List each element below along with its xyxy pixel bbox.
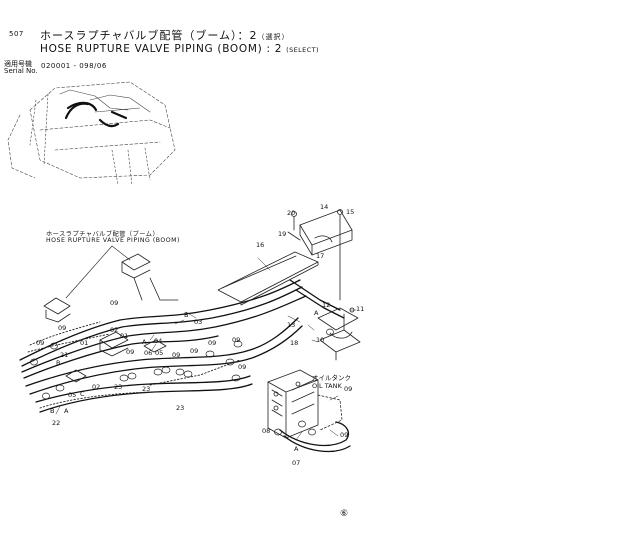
part-label-18: 18 (290, 339, 299, 347)
part-label-02: 02 (92, 383, 101, 391)
callout-label-japanese: ホースラプチャバルブ配管（ブーム） (46, 231, 160, 238)
part-label-17: 17 (316, 252, 325, 260)
fitting-chain (30, 328, 334, 436)
part-label-12: 12 (322, 301, 331, 309)
part-label-08: 08 (262, 427, 271, 435)
machine-overview-sketch (7, 81, 176, 186)
part-label-04: 04 (154, 337, 163, 345)
part-label-13: 13 (287, 321, 296, 329)
part-label-09: 09 (232, 336, 241, 344)
connection-label-a: A (294, 445, 299, 453)
oil-tank-label-english: OIL TANK (312, 382, 342, 390)
hose-rupture-valves (43, 253, 179, 383)
connection-label-b: B (184, 311, 189, 319)
title-japanese-text: ホースラプチャバルブ配管（ブーム）：2 (40, 29, 258, 42)
part-label-23: 23 (176, 404, 185, 412)
part-label-23: 23 (114, 383, 123, 391)
part-label-09: 09 (190, 347, 199, 355)
part-leaders (55, 305, 357, 441)
serial-label-english: Serial No. (4, 67, 38, 75)
title-english: HOSE RUPTURE VALVE PIPING (BOOM) : 2 (SE… (40, 43, 319, 55)
part-label-09: 09 (344, 385, 353, 393)
part-label-09: 09 (172, 351, 181, 359)
overview-highlight-hoses (64, 101, 128, 128)
part-label-19: 19 (278, 230, 287, 238)
part-label-03: 03 (194, 318, 203, 326)
part-label-02: 02 (110, 326, 119, 334)
bracket-assembly-14 (287, 209, 353, 301)
part-label-20: 20 (287, 209, 296, 217)
connection-label-a: A (314, 309, 319, 317)
part-label-01: 01 (80, 339, 89, 347)
part-label-09: 09 (110, 299, 119, 307)
part-label-09: 09 (58, 324, 67, 332)
part-label-09: 09 (36, 339, 45, 347)
part-label-01: 01 (120, 332, 129, 340)
page-number: 507 (9, 30, 24, 38)
part-label-09: 09 (126, 348, 135, 356)
connection-label-b: B (56, 359, 61, 367)
part-label-23: 23 (142, 385, 151, 393)
part-label-09: 09 (208, 339, 217, 347)
valve-bracket-10-11 (317, 307, 361, 361)
title-japanese-note: （選択） (257, 33, 290, 41)
title-english-text: HOSE RUPTURE VALVE PIPING (BOOM) : 2 (40, 43, 283, 55)
connection-label-b: B (50, 407, 55, 415)
title-japanese: ホースラプチャバルブ配管（ブーム）：2（選択） (40, 27, 290, 43)
control-valve-block (267, 369, 343, 439)
part-label-09: 09 (340, 431, 349, 439)
title-english-note: (SELECT) (286, 46, 319, 54)
cover-plate-16 (217, 251, 319, 306)
callout-label-english: HOSE RUPTURE VALVE PIPING (BOOM) (46, 237, 180, 244)
part-label-21: 21 (60, 351, 69, 359)
hose-bundle (19, 279, 351, 453)
connection-label-a: A (64, 407, 69, 415)
oil-tank-label-japanese: オイルタンク (312, 374, 351, 382)
part-label-05: 05 (155, 349, 164, 357)
callout-leaders (65, 245, 131, 299)
part-label-05: 05 (68, 391, 77, 399)
connection-label-a: A (142, 338, 147, 346)
footer-mark: ⑥ (340, 509, 349, 519)
part-label-09: 09 (238, 363, 247, 371)
serial-label-japanese: 適用号機 (4, 60, 32, 68)
connection-label-c: C (80, 390, 85, 398)
dotted-routing (27, 321, 241, 409)
part-label-14: 14 (320, 203, 329, 211)
part-label-11: 11 (356, 305, 365, 313)
part-label-07: 07 (292, 459, 301, 467)
part-label-10: 10 (316, 336, 325, 344)
serial-range: 020001 - 098/06 (41, 62, 107, 70)
part-label-06: 06 (144, 349, 153, 357)
part-label-15: 15 (346, 208, 355, 216)
part-label-16: 16 (256, 241, 265, 249)
part-label-22: 22 (52, 419, 61, 427)
